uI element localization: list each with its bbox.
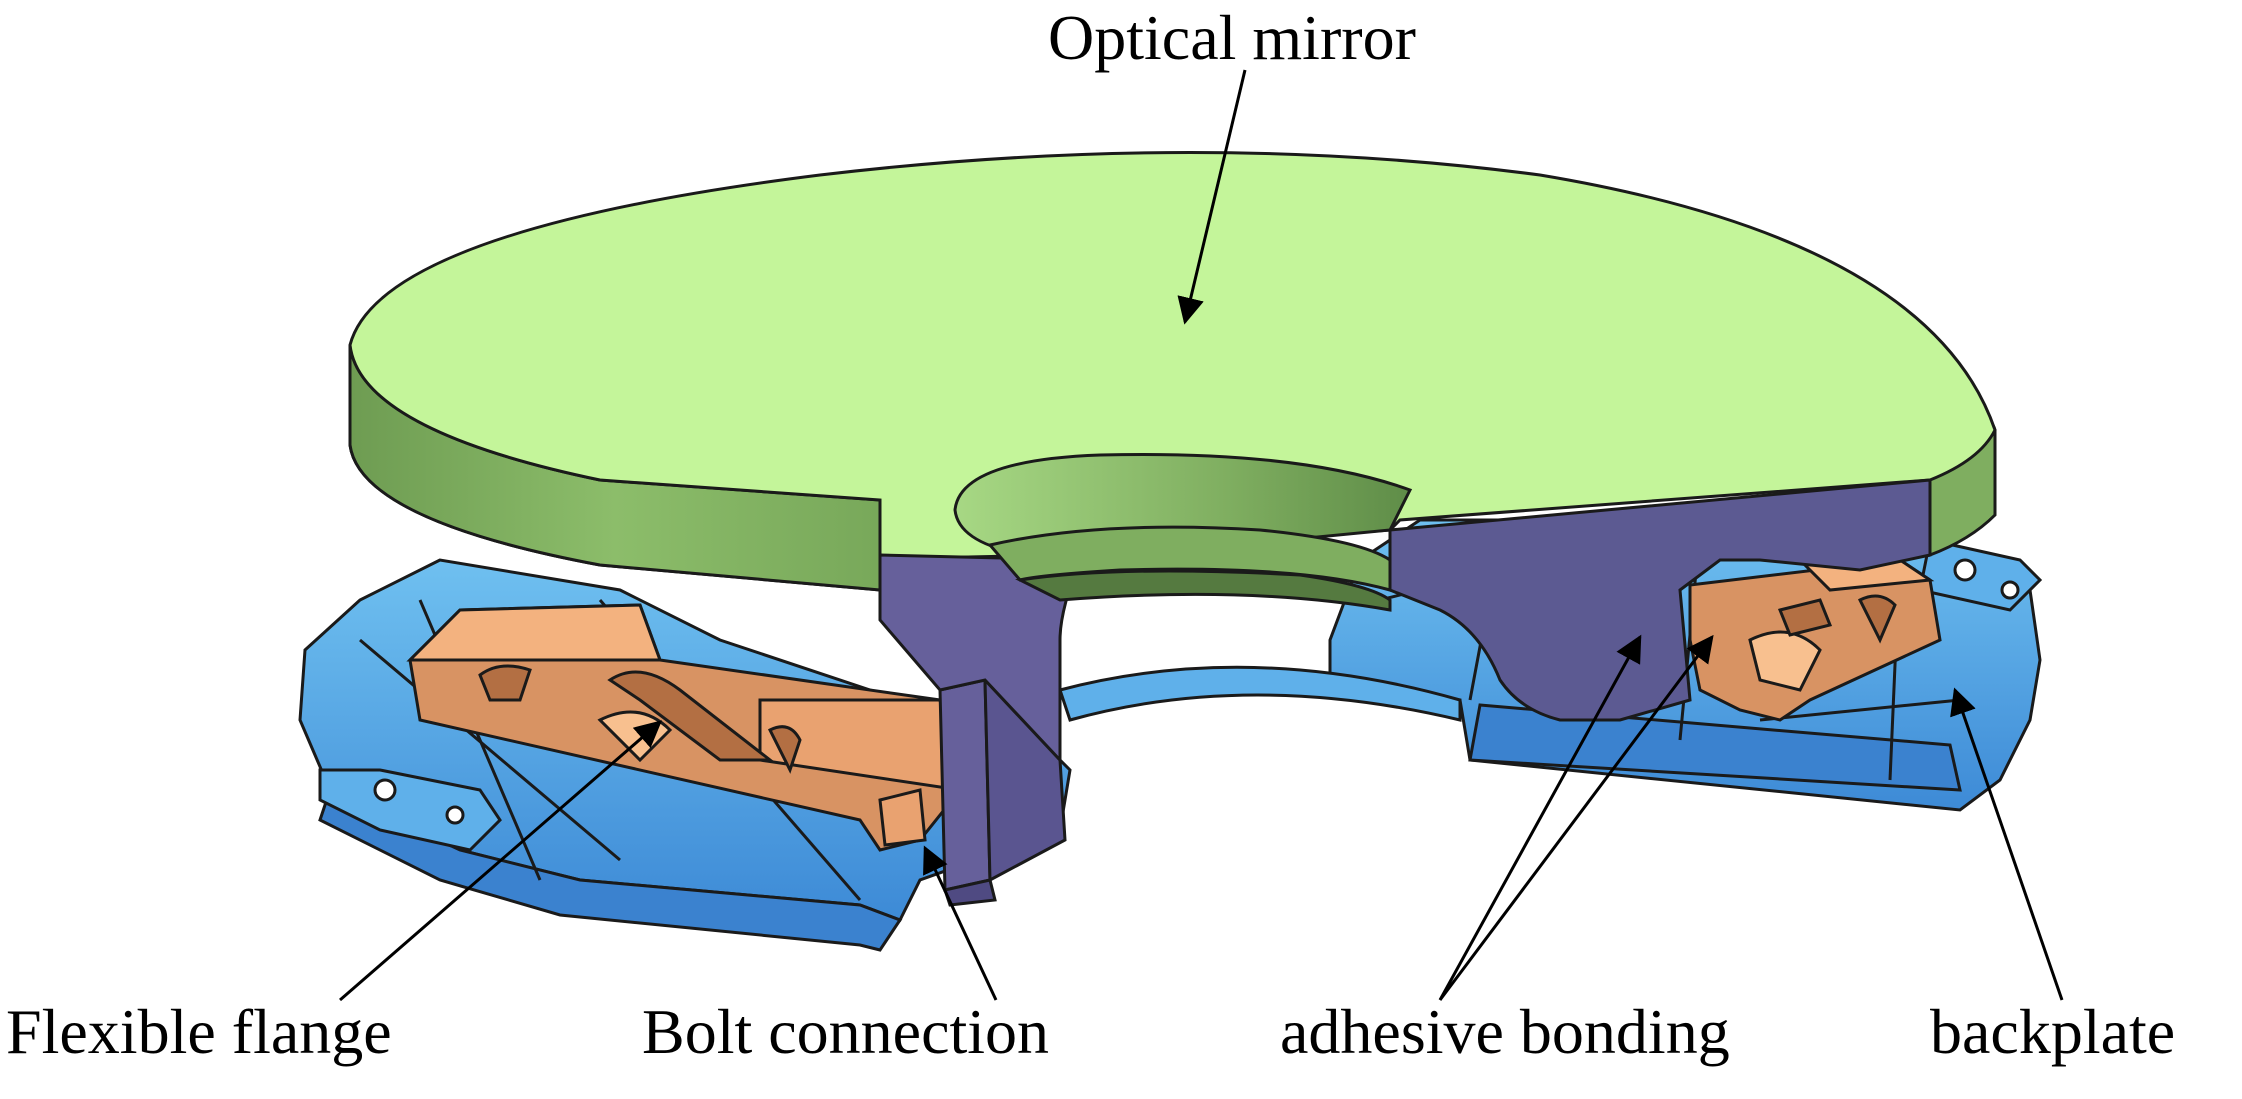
- label-flexible-flange: Flexible flange: [6, 996, 392, 1067]
- leader-optical-mirror: [1177, 69, 1247, 325]
- leader-lines: [339, 69, 2064, 1002]
- leader-adhesive-bonding-2: [1438, 634, 1714, 1001]
- label-adhesive-bonding: adhesive bonding: [1280, 996, 1730, 1067]
- label-optical-mirror: Optical mirror: [1048, 2, 1416, 73]
- leader-flexible-flange: [339, 720, 663, 1002]
- label-backplate: backplate: [1930, 996, 2176, 1067]
- leader-adhesive-bonding-1: [1438, 634, 1642, 1001]
- label-bolt-connection: Bolt connection: [642, 996, 1050, 1067]
- leader-bolt-connection: [923, 845, 998, 1001]
- flexible-flange-left: [406, 603, 962, 852]
- flexible-flange-right: [1688, 558, 1942, 722]
- optical-mirror-shape: [348, 151, 1997, 764]
- leader-backplate: [1950, 687, 2064, 1001]
